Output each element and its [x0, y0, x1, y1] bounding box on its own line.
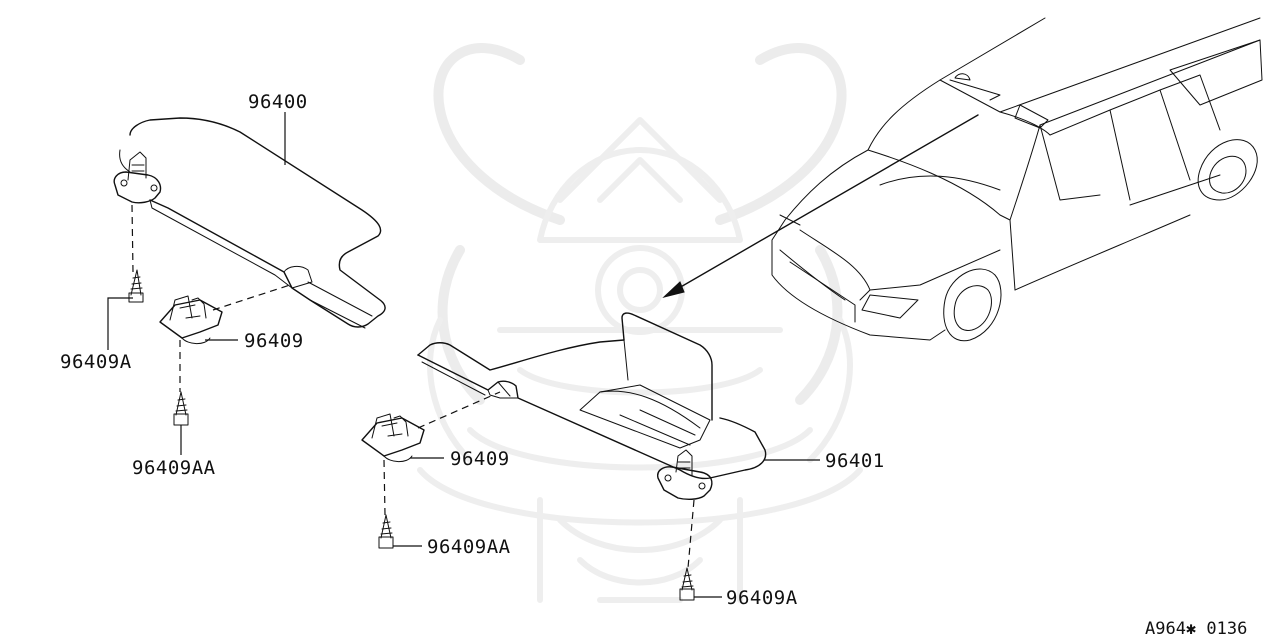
- visor-pivot-right: [657, 449, 713, 501]
- callout-holder-right: 96409: [450, 448, 510, 470]
- watermark-logo: [417, 43, 863, 603]
- assembly-line: [383, 459, 386, 516]
- screw-left-a: [128, 269, 144, 303]
- assembly-line: [212, 284, 291, 311]
- callout-screw-left-aa: 96409AA: [132, 457, 216, 479]
- callout-visor-right: 96401: [825, 450, 885, 472]
- visor-holder-right: [361, 413, 425, 463]
- leader-line: [107, 297, 133, 350]
- screw-left-aa: [173, 391, 189, 426]
- assembly-line: [417, 391, 501, 429]
- callout-screw-left-a: 96409A: [60, 351, 132, 373]
- assembly-line: [131, 204, 134, 273]
- assembly-line: [687, 499, 695, 569]
- vehicle-outline: [771, 17, 1263, 342]
- visor-holder-left: [159, 295, 223, 345]
- drawing-code: A964✱ 0136: [1145, 619, 1247, 638]
- visor-pivot-left: [113, 151, 162, 204]
- screw-right-a: [679, 567, 695, 601]
- callout-screw-right-aa: 96409AA: [427, 536, 511, 558]
- sun-visor-left: [119, 117, 386, 329]
- screw-right-aa: [378, 514, 394, 549]
- callout-holder-left: 96409: [244, 330, 304, 352]
- callout-visor-left: 96400: [248, 91, 308, 113]
- callout-screw-right-a: 96409A: [726, 587, 798, 609]
- location-arrow: [662, 114, 979, 298]
